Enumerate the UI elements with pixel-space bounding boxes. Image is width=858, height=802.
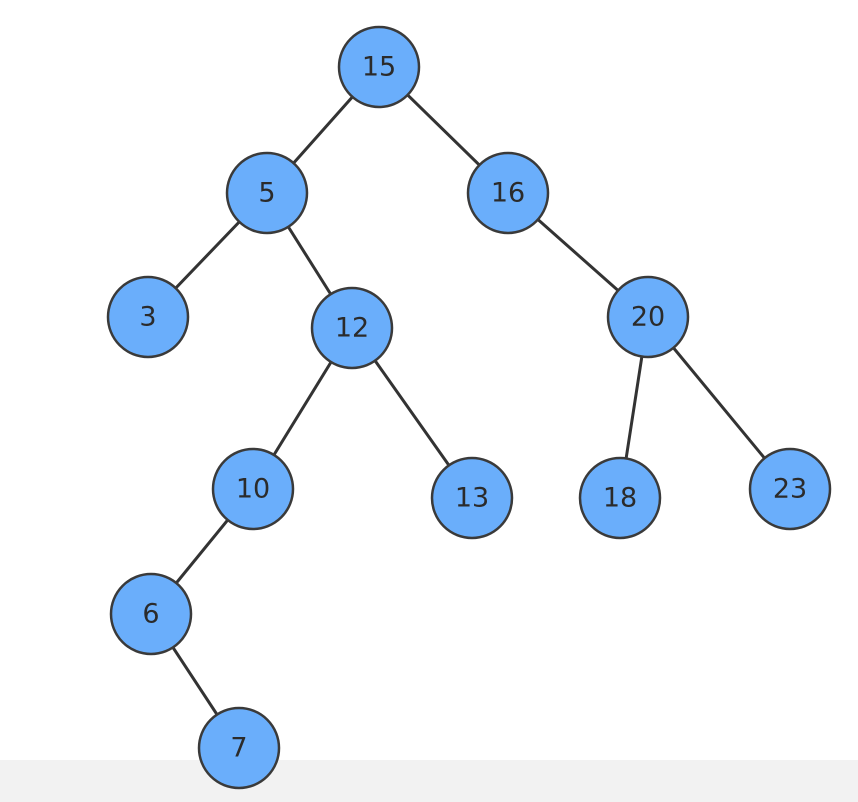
- node-circle: [225, 151, 309, 235]
- node-label: 23: [773, 474, 807, 505]
- tree-node-16: 16: [466, 151, 550, 235]
- node-circle: [109, 572, 193, 656]
- node-circle: [748, 447, 832, 531]
- node-label: 5: [258, 178, 275, 209]
- node-label: 12: [335, 313, 369, 344]
- node-label: 7: [230, 733, 247, 764]
- node-circle: [211, 447, 295, 531]
- node-circle: [578, 456, 662, 540]
- node-circle: [337, 25, 421, 109]
- bottom-band: [0, 760, 858, 802]
- tree-node-3: 3: [106, 275, 190, 359]
- tree-node-15: 15: [337, 25, 421, 109]
- tree-node-13: 13: [430, 456, 514, 540]
- tree-node-18: 18: [578, 456, 662, 540]
- node-label: 18: [603, 483, 637, 514]
- tree-node-10: 10: [211, 447, 295, 531]
- tree-node-6: 6: [109, 572, 193, 656]
- node-circle: [106, 275, 190, 359]
- node-circle: [466, 151, 550, 235]
- node-circle: [310, 286, 394, 370]
- tree-node-12: 12: [310, 286, 394, 370]
- node-circle: [197, 706, 281, 790]
- nodes-layer: 15 5 16 3 12 20 10 13 18 23 6 7: [106, 25, 832, 790]
- tree-node-5: 5: [225, 151, 309, 235]
- node-label: 15: [362, 52, 396, 83]
- tree-node-23: 23: [748, 447, 832, 531]
- node-label: 16: [491, 178, 525, 209]
- tree-node-20: 20: [606, 275, 690, 359]
- node-label: 13: [455, 483, 489, 514]
- node-circle: [430, 456, 514, 540]
- node-label: 10: [236, 474, 270, 505]
- node-circle: [606, 275, 690, 359]
- tree-node-7: 7: [197, 706, 281, 790]
- node-label: 3: [139, 302, 156, 333]
- node-label: 6: [142, 599, 159, 630]
- node-label: 20: [631, 302, 665, 333]
